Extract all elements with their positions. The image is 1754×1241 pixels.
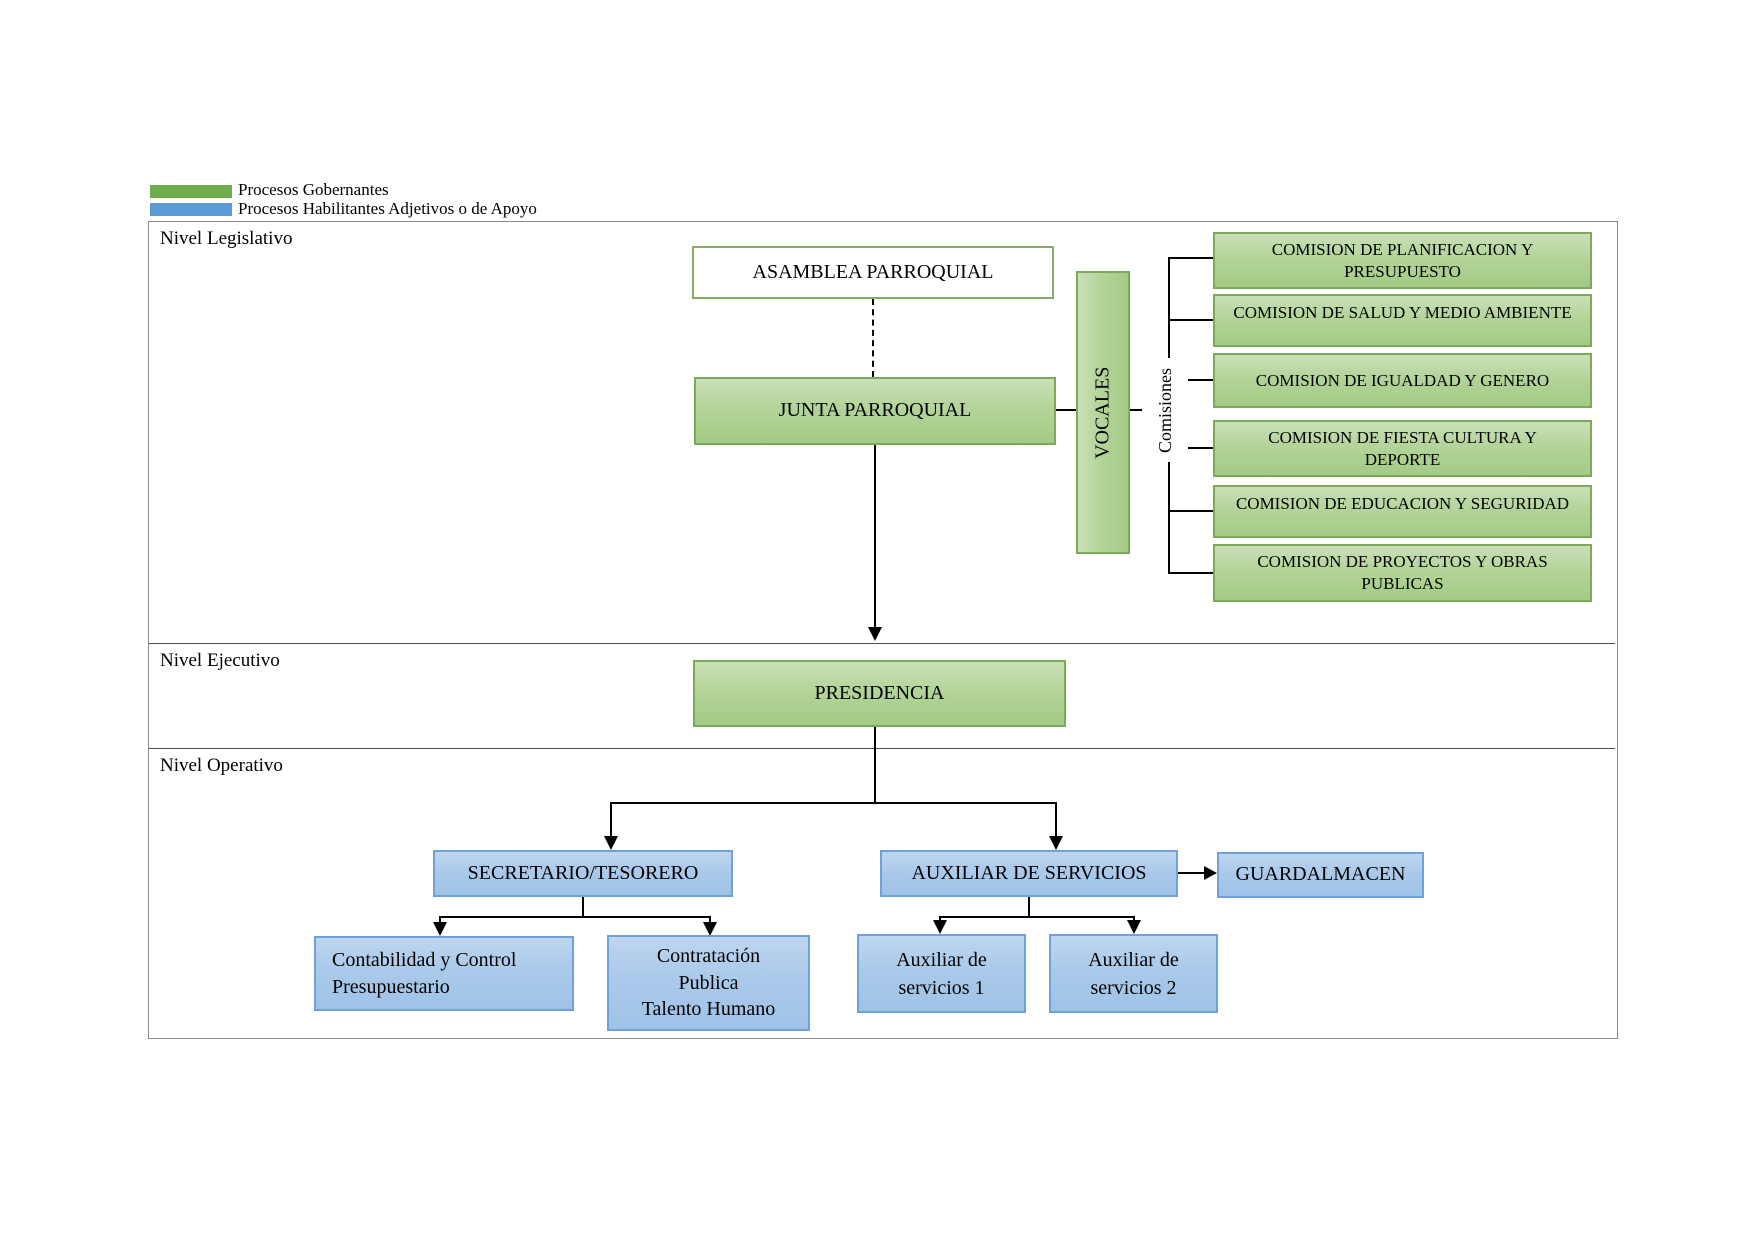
divider-operativo: [149, 748, 1615, 749]
divider-ejecutivo: [149, 643, 1615, 644]
node-comision-proyectos: COMISION DE PROYECTOS Y OBRAS PUBLICAS: [1213, 544, 1592, 602]
connector-guardalmacen-line: [1178, 872, 1206, 874]
node-vocales: VOCALES: [1076, 271, 1130, 554]
arrowhead-auxiliar1: [933, 920, 947, 934]
node-comision-educacion: COMISION DE EDUCACION Y SEGURIDAD: [1213, 485, 1592, 538]
bracket-stub-1: [1168, 257, 1213, 259]
section-label-operativo: Nivel Operativo: [160, 755, 283, 776]
node-junta-parroquial: JUNTA PARROQUIAL: [694, 377, 1056, 445]
arrowhead-junta-down: [868, 627, 882, 641]
node-comision-planificacion: COMISION DE PLANIFICACION Y PRESUPUESTO: [1213, 232, 1592, 289]
node-contratacion: Contratación Publica Talento Humano: [607, 935, 810, 1031]
connector-junta-vocales: [1056, 409, 1076, 411]
connector-drop-secretario: [610, 802, 612, 838]
node-comision-fiesta: COMISION DE FIESTA CULTURA Y DEPORTE: [1213, 420, 1592, 477]
connector-auxiliar-stem: [1028, 897, 1030, 918]
bracket-stub-5: [1168, 510, 1213, 512]
bracket-stub-3: [1168, 379, 1213, 381]
legend-label-gobernantes: Procesos Gobernantes: [238, 180, 389, 199]
node-presidencia: PRESIDENCIA: [693, 660, 1066, 727]
node-auxiliar-servicios-2: Auxiliar de servicios 2: [1049, 934, 1218, 1013]
node-comision-salud: COMISION DE SALUD Y MEDIO AMBIENTE: [1213, 294, 1592, 347]
chart-frame: [148, 221, 1618, 1039]
node-auxiliar-servicios-1: Auxiliar de servicios 1: [857, 934, 1026, 1013]
bracket-stub-2: [1168, 319, 1213, 321]
connector-secretario-bar: [439, 916, 711, 918]
connector-drop-contratacion: [709, 916, 711, 924]
connector-auxiliar-bar: [939, 916, 1135, 918]
comisiones-bracket-label: Comisiones: [1142, 358, 1188, 462]
connector-asamblea-junta-dashed: [872, 299, 874, 377]
legend-label-apoyo: Procesos Habilitantes Adjetivos o de Apo…: [238, 199, 537, 218]
arrowhead-guardalmacen: [1204, 866, 1217, 880]
node-auxiliar-servicios: AUXILIAR DE SERVICIOS: [880, 850, 1178, 897]
arrowhead-contratacion: [703, 922, 717, 936]
legend-swatch-gobernantes: [150, 185, 232, 198]
connector-secretario-stem: [582, 897, 584, 918]
arrowhead-auxiliar: [1049, 836, 1063, 850]
arrowhead-secretario: [604, 836, 618, 850]
connector-drop-auxiliar2: [1133, 916, 1135, 922]
connector-drop-contabilidad: [439, 916, 441, 924]
arrowhead-auxiliar2: [1127, 920, 1141, 934]
connector-presidencia-stem: [874, 727, 876, 804]
arrowhead-contabilidad: [433, 922, 447, 936]
bracket-stub-4: [1168, 447, 1213, 449]
node-vocales-label: VOCALES: [1091, 366, 1114, 459]
connector-operativo-bar: [610, 802, 1057, 804]
node-contabilidad: Contabilidad y Control Presupuestario: [314, 936, 574, 1011]
connector-drop-auxiliar: [1055, 802, 1057, 838]
node-comision-igualdad: COMISION DE IGUALDAD Y GENERO: [1213, 353, 1592, 408]
node-asamblea-parroquial: ASAMBLEA PARROQUIAL: [692, 246, 1054, 299]
connector-drop-auxiliar1: [939, 916, 941, 922]
node-secretario-tesorero: SECRETARIO/TESORERO: [433, 850, 733, 897]
section-label-legislativo: Nivel Legislativo: [160, 228, 293, 249]
node-guardalmacen: GUARDALMACEN: [1217, 852, 1424, 898]
section-label-ejecutivo: Nivel Ejecutivo: [160, 650, 280, 671]
bracket-stub-6: [1168, 572, 1213, 574]
legend-swatch-apoyo: [150, 203, 232, 216]
connector-junta-down-line: [874, 445, 876, 628]
